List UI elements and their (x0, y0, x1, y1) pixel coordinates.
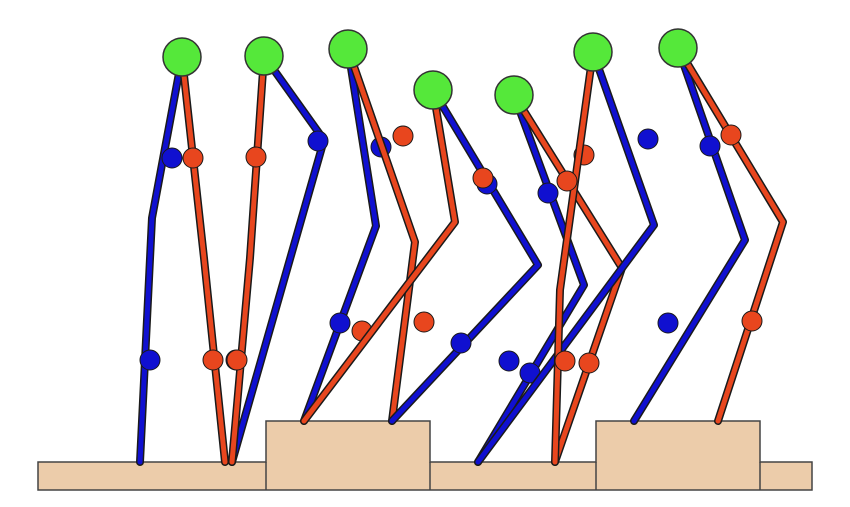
hip-mass-5 (494, 75, 534, 115)
right-leg-6 (552, 49, 596, 465)
hip-mass-1 (162, 37, 202, 77)
right-leg-1 (179, 54, 228, 465)
right-leg-2 (229, 53, 267, 465)
left-leg-1 (137, 54, 185, 465)
right-leg-3 (345, 46, 418, 424)
left-shank-mass-4 (450, 332, 472, 354)
left-thigh-mass-2 (307, 130, 329, 152)
hip-mass-2 (244, 36, 284, 76)
right-leg-4 (301, 87, 458, 424)
left-thigh-mass-1 (161, 147, 183, 169)
left-leg-5 (475, 92, 587, 465)
hip-mass-3 (328, 29, 368, 69)
right-thigh-mass-7 (720, 124, 742, 146)
right-thigh-mass-6 (556, 170, 578, 192)
left-thigh-mass-5 (537, 182, 559, 204)
right-shank-mass-6 (554, 350, 576, 372)
right-thigh-mass-4 (472, 167, 494, 189)
walker-frame-5 (474, 75, 626, 466)
walker-frame-4 (300, 70, 542, 425)
right-thigh-mass-1 (182, 147, 204, 169)
left-leg-7 (631, 45, 748, 424)
right-thigh-mass-2 (245, 146, 267, 168)
left-leg-4 (389, 87, 541, 424)
left-leg-outline-5 (474, 91, 588, 466)
right-shank-mass-5 (578, 352, 600, 374)
right-leg-7 (675, 45, 786, 424)
hip-mass-4 (413, 70, 453, 110)
hip-mass-6 (573, 32, 613, 72)
terrain (37, 420, 813, 491)
left-shank-mass-1 (139, 349, 161, 371)
right-shank-mass-1 (202, 349, 224, 371)
left-shank-mass-6 (498, 350, 520, 372)
right-shank-mass-7 (741, 310, 763, 332)
walker-frame-1 (136, 37, 229, 466)
right-thigh-mass-3 (392, 125, 414, 147)
walker-frame-7 (630, 28, 787, 425)
right-shank-mass-2 (226, 349, 248, 371)
walker-frame-6 (474, 32, 659, 466)
left-shank-mass-7 (657, 312, 679, 334)
left-shank-mass-3 (329, 312, 351, 334)
left-thigh-mass-6 (637, 128, 659, 150)
walker-frame-3 (300, 29, 419, 425)
left-leg-outline-1 (136, 53, 186, 466)
left-thigh-mass-7 (699, 135, 721, 157)
left-leg-3 (301, 46, 379, 424)
hip-mass-7 (658, 28, 698, 68)
walking-frames (136, 28, 787, 466)
left-leg-6 (475, 49, 657, 465)
right-shank-mass-4 (413, 311, 435, 333)
ground-surface (37, 420, 813, 491)
walker-frame-2 (225, 36, 329, 466)
